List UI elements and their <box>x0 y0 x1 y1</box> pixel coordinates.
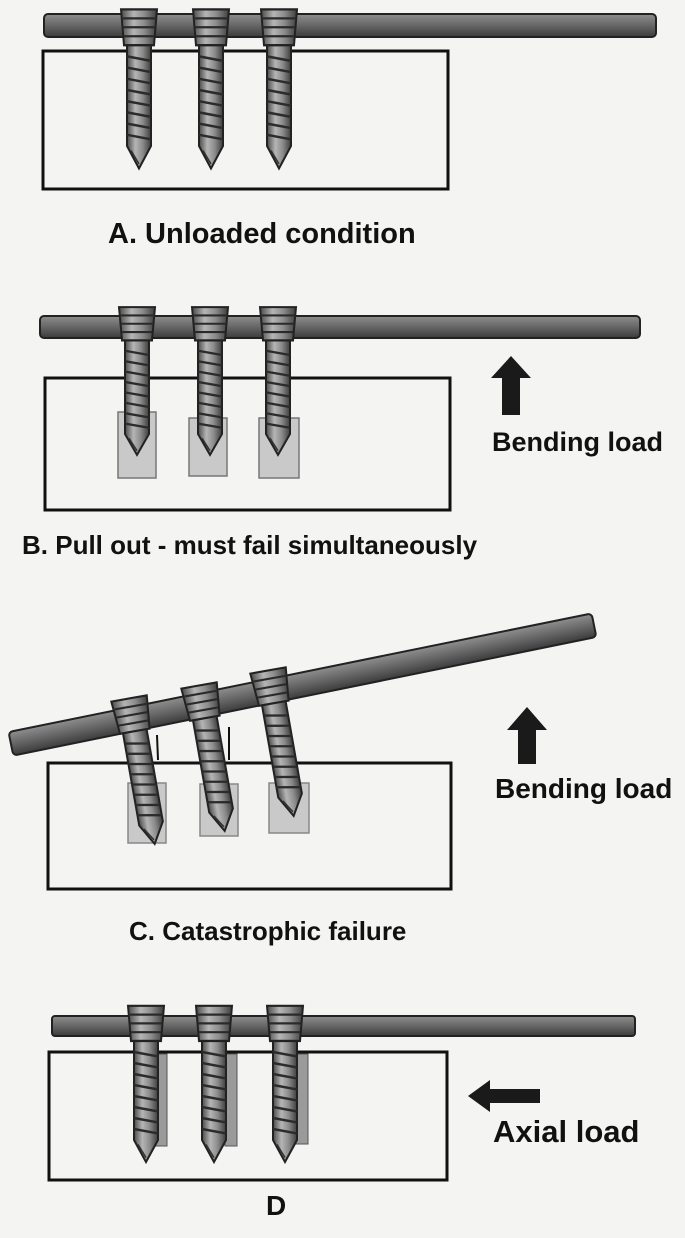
caption-panel-a: A. Unloaded condition <box>108 218 416 250</box>
panel-b <box>39 305 641 512</box>
screw-d-3 <box>265 1004 305 1164</box>
panel-c <box>8 613 597 891</box>
screw-d-2 <box>194 1004 234 1164</box>
load-label-panel-d: Axial load <box>493 1114 640 1149</box>
arrow-up-icon <box>507 707 547 764</box>
panel-d <box>47 1004 636 1182</box>
bone-block-b <box>43 376 452 512</box>
screw-d-1 <box>126 1004 166 1164</box>
screw-a-1 <box>119 8 159 170</box>
crack-line-c-1 <box>156 734 159 761</box>
panel-a <box>41 8 657 191</box>
arrow-up-icon <box>491 356 531 415</box>
screw-b-2 <box>190 305 230 456</box>
bone-block-a <box>41 49 450 191</box>
caption-panel-b: B. Pull out - must fail simultaneously <box>22 530 478 560</box>
screw-b-1 <box>117 305 157 456</box>
screw-a-2 <box>191 8 231 170</box>
arrow-left-icon <box>468 1080 540 1112</box>
fixation-bar-b <box>39 315 641 339</box>
caption-panel-c: C. Catastrophic failure <box>129 916 407 946</box>
bone-block-c <box>46 761 453 891</box>
bone-block-d <box>47 1050 449 1182</box>
screw-b-3 <box>258 305 298 456</box>
caption-panel-d: D <box>266 1190 287 1221</box>
load-label-panel-c: Bending load <box>495 773 673 804</box>
load-label-panel-b: Bending load <box>492 427 663 457</box>
fixation-bar-c <box>8 613 597 756</box>
screw-a-3 <box>259 8 299 170</box>
